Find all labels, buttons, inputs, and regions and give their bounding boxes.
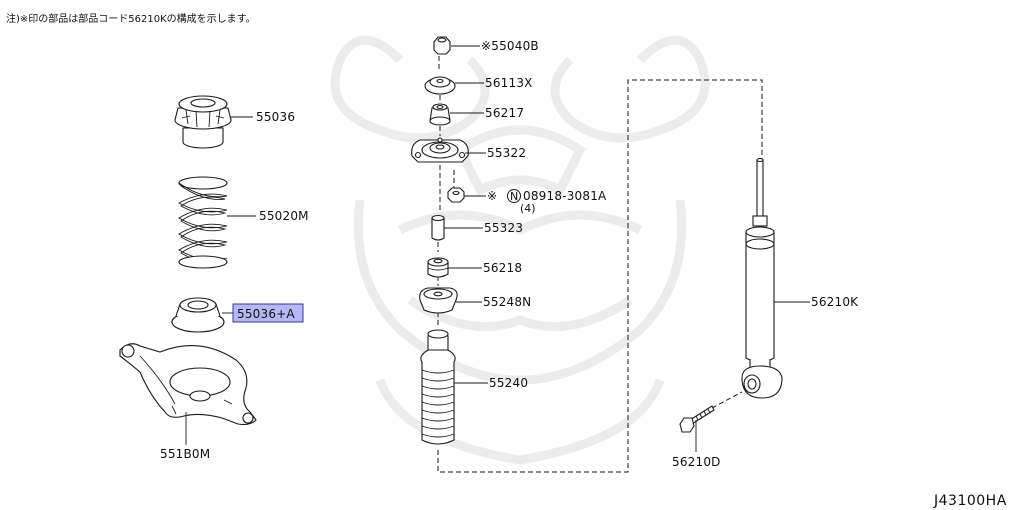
label-56210K: 56210K	[811, 295, 859, 309]
label-bolt-number: 08918-3081A	[523, 189, 607, 203]
label-551B0M: 551B0M	[160, 447, 210, 461]
sleeve-icon[interactable]	[431, 214, 445, 241]
label-55240: 55240	[489, 376, 528, 390]
lower-link-icon[interactable]	[119, 343, 257, 426]
label-56210D: 56210D	[672, 455, 721, 469]
part-55036-icon[interactable]	[174, 95, 232, 149]
label-55036A: 55036+A	[237, 307, 295, 321]
upper-bushing-icon[interactable]	[429, 103, 451, 126]
circle-n-icon	[507, 189, 521, 203]
spring-seat-lower-icon[interactable]	[171, 297, 225, 333]
label-bolt-prefix: ※	[487, 189, 497, 203]
note-text: 注)※印の部品は部品コード56210Kの構成を示します。	[6, 12, 256, 25]
label-56217: 56217	[485, 106, 524, 120]
nut-icon[interactable]	[433, 36, 451, 55]
mount-bolt-icon[interactable]	[447, 187, 465, 203]
diagram-code: J43100HA	[933, 493, 1007, 509]
shock-absorber-icon[interactable]	[741, 157, 783, 399]
label-55020M: 55020M	[259, 209, 309, 223]
bolt-label-group: ※ N 08918-3081A (4)	[487, 189, 607, 215]
bound-bumper-icon[interactable]	[419, 287, 458, 314]
shock-bolt-icon[interactable]	[679, 405, 715, 433]
assembly-bracket-line	[437, 79, 763, 473]
label-55036: 55036	[256, 110, 295, 124]
label-55040B: ※55040B	[481, 39, 539, 53]
lower-bushing-icon[interactable]	[427, 257, 449, 278]
washer-icon[interactable]	[424, 76, 456, 95]
label-56113X: 56113X	[485, 76, 533, 90]
highlight-box-55036A[interactable]	[232, 303, 304, 323]
label-55322: 55322	[487, 146, 526, 160]
label-56218: 56218	[483, 261, 522, 275]
label-55323: 55323	[484, 221, 523, 235]
watermark-emblem	[330, 35, 710, 465]
label-bolt-qty: (4)	[520, 202, 536, 215]
label-55248N: 55248N	[483, 295, 531, 309]
upper-mount-icon[interactable]	[411, 137, 469, 163]
coil-spring-icon[interactable]	[178, 176, 228, 269]
label-bolt-circle: N	[510, 190, 518, 203]
dust-boot-icon[interactable]	[420, 329, 456, 445]
